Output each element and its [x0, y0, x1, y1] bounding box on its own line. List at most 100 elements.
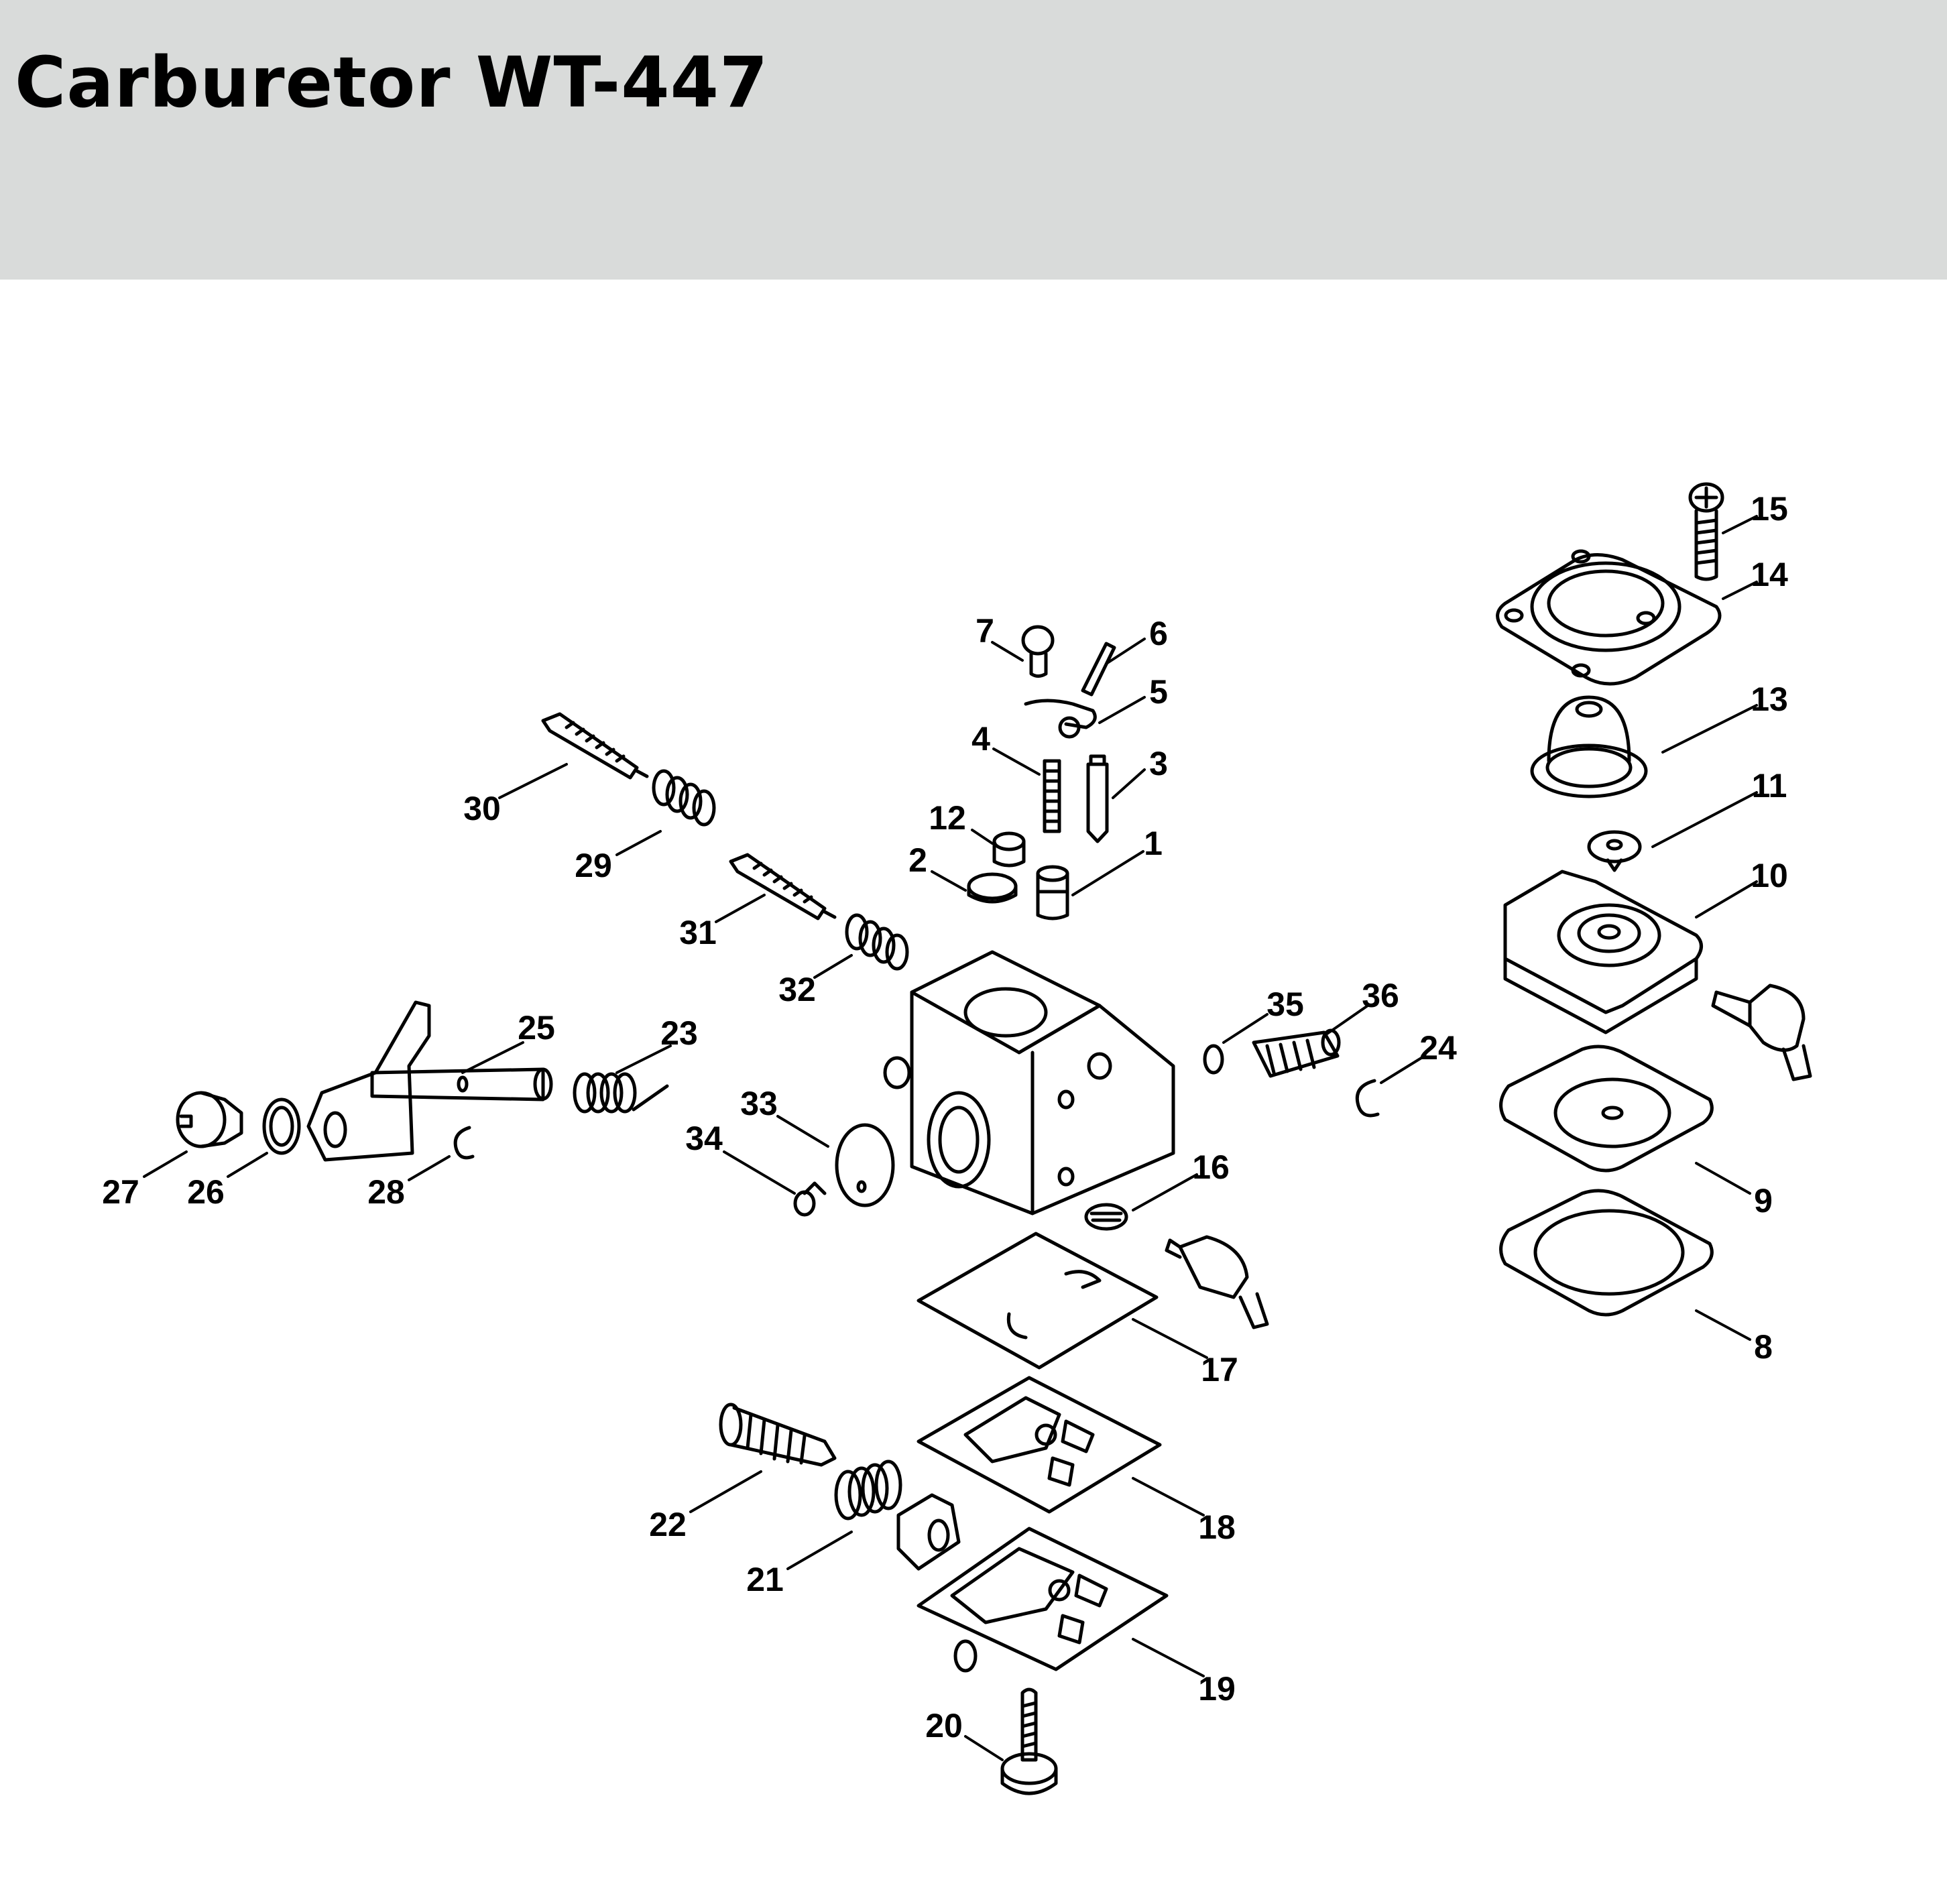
- part-32-spring: [845, 913, 909, 971]
- part-10-pump-housing: [1503, 870, 1812, 1081]
- part-28-e-clip: [453, 1126, 475, 1160]
- part-15-screw: [1688, 482, 1724, 581]
- leader-35: [1222, 1013, 1268, 1044]
- callout-9: 9: [1754, 1182, 1773, 1219]
- part-34-screw: [793, 1181, 827, 1217]
- leader-10: [1695, 880, 1758, 918]
- part-6-spindle: [1081, 642, 1116, 697]
- callout-18: 18: [1198, 1508, 1236, 1546]
- leader-16: [1132, 1173, 1198, 1211]
- leader-6: [1105, 638, 1146, 665]
- part-7-screw: [1021, 625, 1055, 678]
- part-26-washer: [262, 1097, 301, 1155]
- leader-9: [1695, 1162, 1751, 1195]
- callout-22: 22: [649, 1506, 687, 1543]
- exploded-diagram: 15 14 13 11 10 9 8 7 6 5 4 3 12 1 2 30 2…: [0, 280, 1947, 1904]
- leader-24: [1380, 1057, 1423, 1084]
- part-20-screw: [1000, 1687, 1058, 1795]
- leader-30: [498, 763, 568, 799]
- callout-7: 7: [976, 612, 994, 650]
- part-27-adjusting-screw: [176, 1091, 243, 1148]
- part-21-spring: [834, 1460, 902, 1521]
- part-11-valve: [1587, 830, 1642, 872]
- callout-25: 25: [518, 1009, 555, 1047]
- part-23-torsion-spring: [573, 1072, 669, 1114]
- leader-36: [1323, 1004, 1369, 1037]
- leader-33: [776, 1115, 829, 1148]
- callout-24: 24: [1419, 1029, 1457, 1067]
- callout-3: 3: [1149, 745, 1168, 782]
- leader-22: [689, 1470, 762, 1513]
- callout-11: 11: [1751, 767, 1787, 805]
- part-18-gasket: [917, 1376, 1162, 1514]
- callout-30: 30: [463, 790, 501, 827]
- callout-12: 12: [929, 799, 966, 837]
- part-17-gasket: [917, 1232, 1159, 1370]
- callout-35: 35: [1266, 986, 1304, 1023]
- leader-29: [615, 830, 662, 856]
- part-1-fitting: [1036, 865, 1069, 920]
- part-35-o-ring: [1203, 1044, 1224, 1075]
- leader-17: [1132, 1318, 1208, 1359]
- callout-16: 16: [1192, 1148, 1230, 1186]
- part-12-sleeve: [992, 831, 1026, 868]
- callout-29: 29: [575, 847, 612, 884]
- callout-13: 13: [1751, 680, 1788, 718]
- part-16-strainer: [1084, 1203, 1128, 1231]
- leader-5: [1098, 696, 1146, 724]
- leader-13: [1661, 704, 1758, 754]
- callout-4: 4: [971, 720, 990, 758]
- part-29-spring: [652, 769, 716, 827]
- part-3-inlet-needle: [1086, 754, 1109, 843]
- leader-19: [1132, 1638, 1205, 1677]
- part-22-idle-speed-screw: [719, 1403, 837, 1467]
- part-8-gasket: [1499, 1189, 1714, 1317]
- callout-10: 10: [1751, 857, 1788, 894]
- leader-18: [1132, 1477, 1205, 1516]
- part-19-end-cover: [896, 1493, 1169, 1673]
- leader-28: [408, 1155, 451, 1181]
- leader-25: [461, 1041, 524, 1074]
- callout-33: 33: [740, 1085, 778, 1122]
- parts-drawing: [143, 482, 1812, 1795]
- callout-5: 5: [1149, 673, 1168, 711]
- leader-1: [1071, 850, 1144, 896]
- leader-3: [1112, 768, 1146, 799]
- callout-32: 32: [778, 971, 816, 1008]
- callout-26: 26: [187, 1173, 225, 1211]
- part-33-throttle-valve: [835, 1123, 895, 1207]
- callout-8: 8: [1754, 1328, 1773, 1366]
- leader-11: [1651, 791, 1758, 848]
- leader-21: [786, 1531, 853, 1570]
- part-13-primer-bulb: [1530, 695, 1648, 798]
- callout-6: 6: [1149, 615, 1168, 652]
- part-4-spring: [1043, 759, 1061, 833]
- callout-28: 28: [367, 1173, 405, 1211]
- callout-15: 15: [1751, 490, 1788, 528]
- leader-4: [992, 748, 1041, 776]
- leader-15: [1722, 515, 1758, 534]
- callout-14: 14: [1751, 556, 1788, 593]
- callout-31: 31: [679, 914, 717, 951]
- part-36-fuel-fitting: [1252, 1028, 1341, 1078]
- callout-2: 2: [908, 841, 927, 879]
- callout-23: 23: [660, 1014, 698, 1052]
- leader-32: [813, 954, 853, 979]
- leader-23: [615, 1045, 672, 1074]
- part-30-high-speed-screw: [541, 712, 649, 780]
- leader-12: [971, 829, 994, 845]
- callout-34: 34: [685, 1120, 723, 1157]
- leader-27: [143, 1150, 188, 1178]
- header-band: Carburetor WT-447: [0, 0, 1947, 280]
- carburetor-body: [883, 950, 1175, 1215]
- part-14-cover-plate: [1496, 549, 1722, 686]
- leader-31: [715, 894, 766, 923]
- leader-lines: [143, 515, 1758, 1761]
- leader-14: [1722, 581, 1758, 600]
- callout-36: 36: [1362, 977, 1399, 1014]
- page-title: Carburetor WT-447: [15, 42, 769, 123]
- callout-27: 27: [102, 1173, 139, 1211]
- leader-20: [964, 1735, 1004, 1761]
- part-9-diaphragm: [1499, 1045, 1714, 1173]
- callout-1: 1: [1144, 825, 1163, 862]
